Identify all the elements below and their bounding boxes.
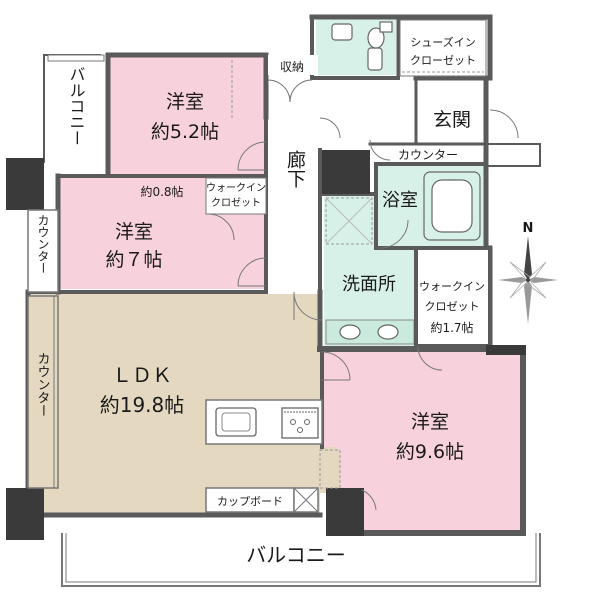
counter-left-lower-label: カウンター [35, 352, 50, 417]
room-ldk-size: 約19.8帖 [100, 393, 185, 417]
walkin-small-size-label: 約0.8帖 [140, 184, 183, 199]
counter-entrance-label: カウンター [398, 148, 458, 162]
room-entrance-name: 玄関 [433, 109, 471, 131]
walkin-large-size-label: 約1.7帖 [430, 320, 473, 335]
room-western-large-fill [324, 351, 521, 531]
room-corridor-name: 廊下 [284, 150, 306, 188]
washroom-counter [325, 319, 415, 345]
pillar-bottom-right [486, 345, 526, 355]
room-washroom-name: 洗面所 [342, 274, 396, 295]
window-top-left [47, 54, 105, 62]
washer-space [325, 197, 373, 245]
room-bathroom-name: 浴室 [382, 190, 418, 211]
room-western-top-size: 約5.2帖 [151, 121, 219, 143]
room-western-large-name: 洋室 [411, 411, 449, 433]
walkin-small-box [205, 177, 267, 215]
shoe-closet-label-line1: シューズイン [410, 35, 475, 49]
balcony-side-label: バルコニー [67, 66, 86, 146]
room-western-mid-size: 約７帖 [105, 249, 162, 271]
walkin-large-label-line1: ウォークイン [419, 280, 485, 293]
door-arcs [207, 79, 519, 511]
room-western-large-size: 約9.6帖 [396, 441, 464, 463]
toilet-icon [331, 21, 393, 71]
pillar-left-upper [6, 158, 44, 210]
pillar-left-lower [6, 488, 44, 540]
room-western-top-name: 洋室 [166, 91, 204, 113]
room-western-mid-name: 洋室 [115, 221, 153, 243]
fridge-space [319, 449, 341, 489]
bathtub-icon [423, 171, 481, 241]
walkin-small-label-line1: ウォークイン [206, 182, 266, 194]
pillar-center [326, 488, 364, 536]
walkin-large-label-line2: クロゼット [425, 300, 480, 313]
kitchen-island [205, 399, 323, 445]
walkin-small-label-line2: クロゼット [211, 197, 261, 209]
left-counter-lower [27, 295, 59, 489]
sink-icon [215, 407, 257, 437]
washroom-sinks-icon [339, 324, 399, 340]
balcony-bottom-fill [62, 533, 540, 586]
left-counter-upper [27, 209, 59, 293]
storage-label: 収納 [280, 60, 304, 74]
compass-north-label: N [523, 221, 534, 236]
room-western-top-fill [108, 57, 266, 174]
walkin-large-box [418, 250, 488, 344]
pillar-corridor [322, 150, 370, 194]
balcony-bottom-outline [61, 533, 541, 587]
shoe-closet-label-line2: クローゼット [410, 54, 476, 67]
room-ldk-fill [28, 294, 338, 513]
cupboard-box [205, 487, 295, 513]
room-ldk-name: ＬＤＫ [112, 363, 172, 387]
counter-left-upper-label: カウンター [36, 214, 50, 274]
shoe-closet-box [399, 19, 487, 77]
compass-icon [498, 236, 558, 324]
cupboard-label: カップボード [217, 495, 283, 508]
storage-box [268, 55, 318, 75]
balcony-bottom-label: バルコニー [246, 543, 346, 567]
